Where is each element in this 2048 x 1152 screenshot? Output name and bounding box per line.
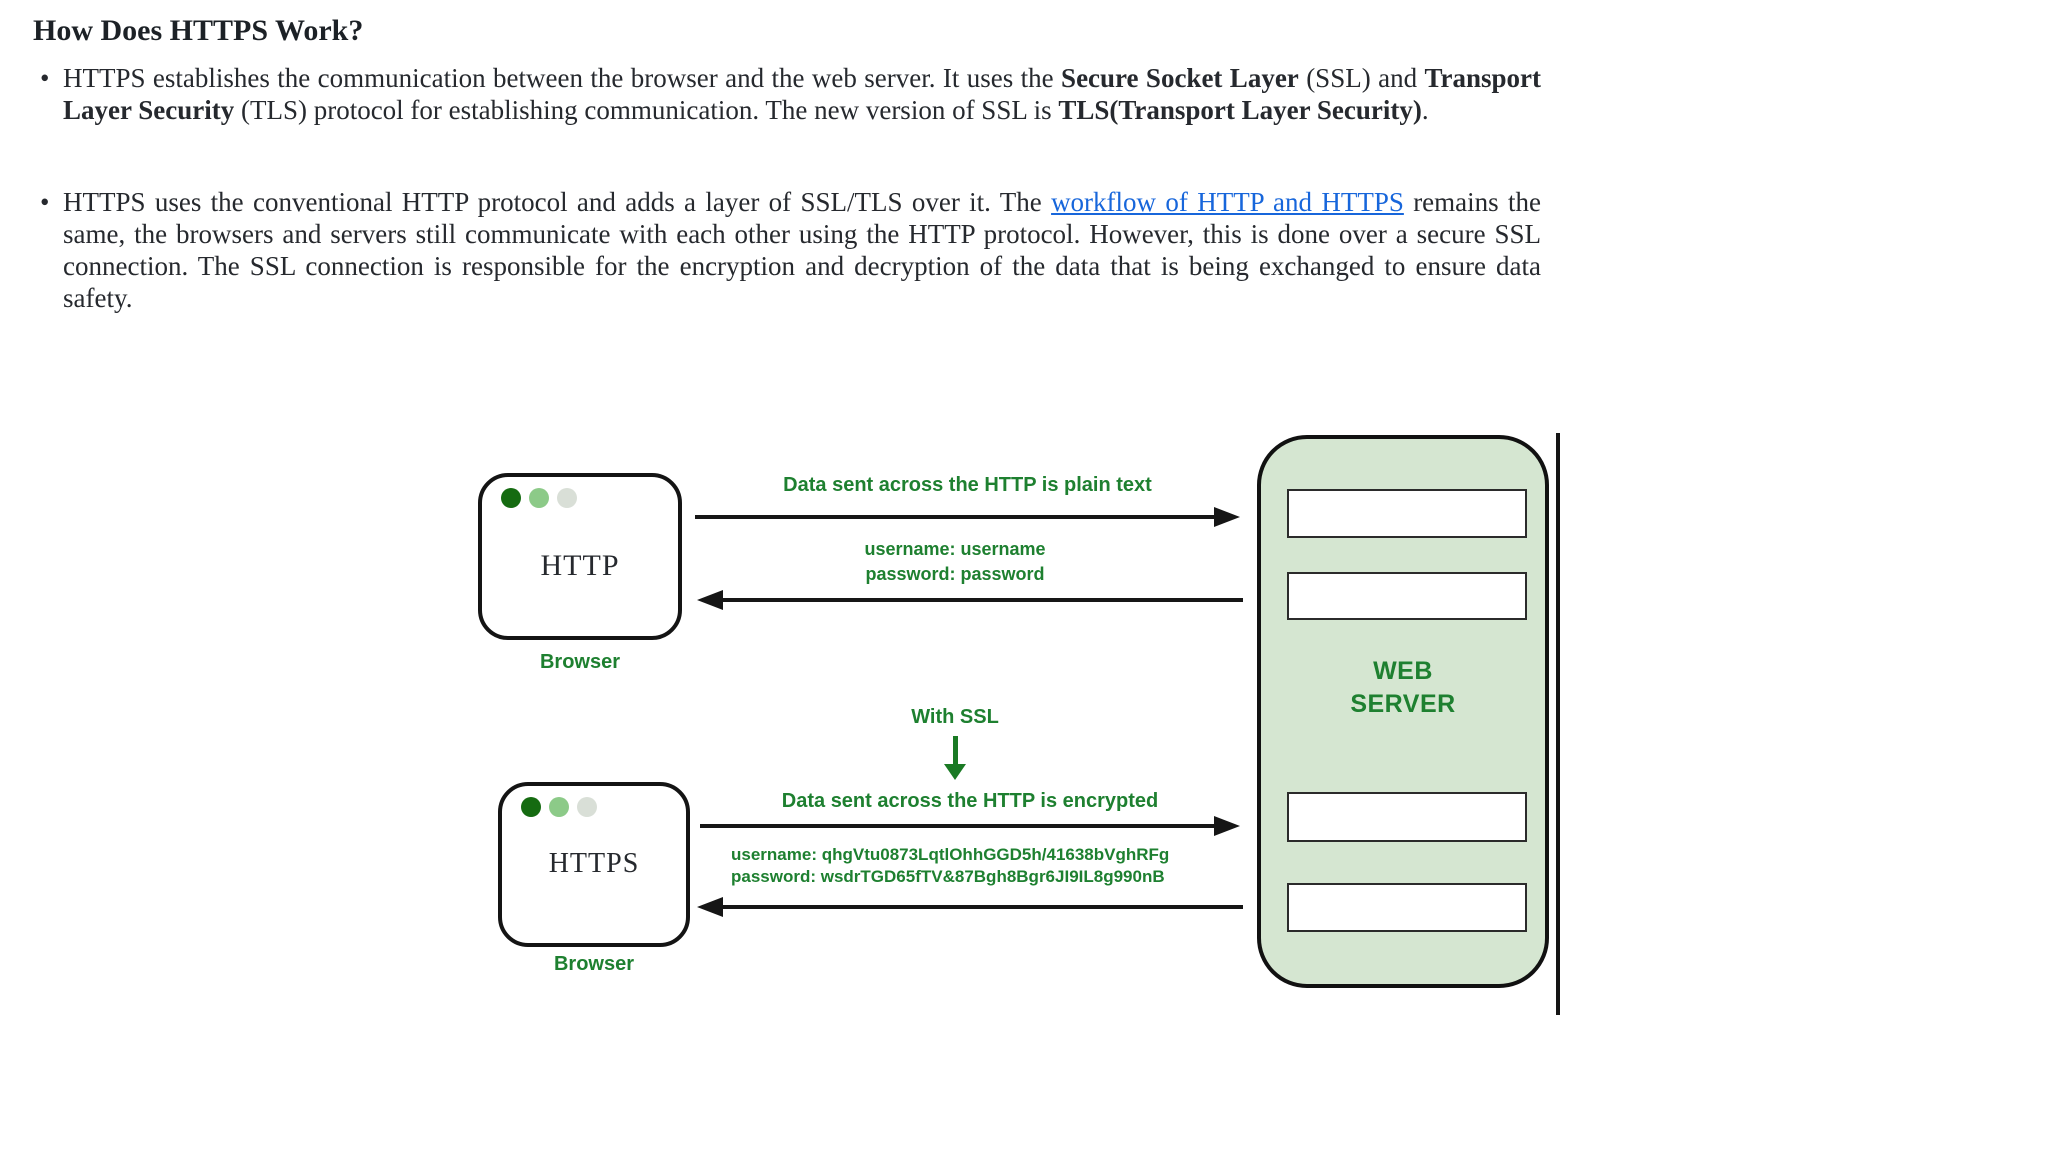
window-dot-icon (529, 488, 549, 508)
web-server-label: WEB SERVER (1261, 655, 1545, 721)
arrow-head-icon (1214, 816, 1240, 836)
web-server-label-line2: SERVER (1350, 690, 1456, 718)
bullet-paragraph-ssl-tls: • HTTPS establishes the communication be… (40, 62, 1541, 126)
server-slot (1287, 792, 1527, 842)
window-control-dots (501, 488, 577, 508)
bullet-marker: • (40, 187, 50, 217)
response-arrow-http (697, 590, 1243, 610)
encrypted-credentials: username: qhgVtu0873LqtlOhhGGD5h/41638bV… (731, 844, 1169, 888)
request-arrow-https (700, 816, 1240, 836)
window-dot-icon (501, 488, 521, 508)
ssl-down-arrow-icon (944, 736, 966, 780)
plain-request-label: Data sent across the HTTP is plain text (783, 474, 1152, 496)
with-ssl-label: With SSL (911, 706, 999, 728)
paragraph-text: HTTPS uses the conventional HTTP protoco… (63, 186, 1541, 314)
paragraph-text: HTTPS establishes the communication betw… (63, 62, 1541, 126)
plain-password: password: password (865, 564, 1045, 584)
http-browser-caption: Browser (539, 651, 621, 673)
web-server-box: WEB SERVER (1257, 435, 1549, 988)
encrypted-request-label: Data sent across the HTTP is encrypted (781, 790, 1159, 812)
arrow-shaft (700, 824, 1218, 828)
text-run: HTTPS uses the conventional HTTP protoco… (63, 187, 1052, 217)
plain-username: username: username (864, 539, 1046, 559)
arrow-shaft (695, 515, 1218, 519)
page-title: How Does HTTPS Work? (33, 14, 364, 47)
http-protocol-label: HTTP (540, 549, 620, 582)
request-arrow-http (695, 507, 1240, 527)
window-dot-icon (557, 488, 577, 508)
workflow-of-http-and-https-link[interactable]: workflow of HTTP and HTTPS (1051, 187, 1404, 217)
encrypted-password: password: wsdrTGD65fTV&87Bgh8Bgr6JI9IL8g… (731, 867, 1165, 886)
response-arrow-https (697, 897, 1243, 917)
server-slot (1287, 489, 1527, 538)
text-run: remains the same, the browsers and serve… (63, 187, 1541, 313)
bold-text-run: Transport Layer Security (63, 63, 1541, 125)
server-slot (1287, 883, 1527, 932)
server-slot (1287, 572, 1527, 620)
arrow-head-icon (697, 590, 723, 610)
bold-text-run: TLS(Transport Layer Security) (1058, 95, 1422, 125)
arrow-head-icon (1214, 507, 1240, 527)
text-run: (TLS) protocol for establishing communic… (234, 95, 1059, 125)
encrypted-username: username: qhgVtu0873LqtlOhhGGD5h/41638bV… (731, 845, 1170, 864)
https-browser-caption: Browser (553, 953, 635, 975)
window-dot-icon (577, 797, 597, 817)
arrow-shaft (719, 598, 1243, 602)
text-run: HTTPS establishes the communication betw… (63, 63, 1062, 93)
window-dot-icon (521, 797, 541, 817)
arrow-stem (952, 736, 958, 764)
bold-text-run: Secure Socket Layer (1061, 63, 1299, 93)
arrow-shaft (719, 905, 1243, 909)
http-browser-window: HTTP (478, 473, 682, 640)
bullet-marker: • (40, 63, 50, 93)
arrow-head-icon (697, 897, 723, 917)
window-control-dots (521, 797, 597, 817)
text-run: (SSL) and (1298, 63, 1425, 93)
https-protocol-label: HTTPS (548, 848, 640, 879)
https-browser-window: HTTPS (498, 782, 690, 947)
page-edge-line (1556, 433, 1560, 1015)
bullet-paragraph-workflow: • HTTPS uses the conventional HTTP proto… (40, 186, 1541, 314)
plain-credentials: username: username password: password (695, 537, 1215, 587)
arrow-head-icon (944, 764, 966, 780)
window-dot-icon (549, 797, 569, 817)
text-run: . (1421, 95, 1429, 125)
web-server-label-line1: WEB (1373, 657, 1433, 685)
